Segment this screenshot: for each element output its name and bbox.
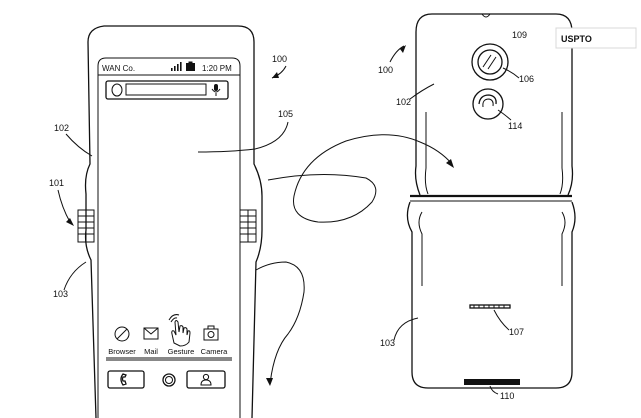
ref-103-front: 103 bbox=[53, 289, 68, 299]
search-field-icon[interactable] bbox=[105, 80, 229, 100]
ref-103-back: 103 bbox=[380, 338, 395, 348]
ref-110: 110 bbox=[500, 391, 514, 401]
bottom-connector bbox=[464, 379, 520, 385]
app-camera[interactable]: Camera bbox=[201, 325, 229, 356]
ref-106: 106 bbox=[519, 74, 534, 84]
fingerprint-sensor-icon bbox=[472, 88, 504, 120]
dock-phone[interactable] bbox=[107, 370, 145, 389]
hinge-icon bbox=[239, 209, 257, 243]
hinge-icon bbox=[77, 209, 95, 243]
rear-view-references: 100 109 102 106 114 103 107 110 bbox=[378, 30, 534, 401]
phone-handset-icon bbox=[120, 373, 127, 386]
ref-107: 107 bbox=[509, 327, 524, 337]
home-ring-icon bbox=[162, 373, 176, 387]
dock-home[interactable] bbox=[162, 373, 176, 387]
ref-100-front: 100 bbox=[272, 54, 287, 64]
ref-114: 114 bbox=[508, 121, 522, 131]
camera-lens-icon bbox=[471, 43, 509, 81]
rear-view-device bbox=[406, 13, 576, 389]
dock-contacts[interactable] bbox=[186, 370, 226, 389]
camera-icon bbox=[203, 325, 219, 341]
app-label-mail: Mail bbox=[144, 347, 158, 356]
app-label-browser: Browser bbox=[108, 347, 136, 356]
hand-pointer-icon bbox=[168, 314, 191, 347]
app-mail[interactable]: Mail bbox=[143, 327, 159, 356]
uspto-badge-text: USPTO bbox=[561, 34, 592, 44]
ref-109: 109 bbox=[512, 30, 527, 40]
signal-bars-icon bbox=[171, 62, 182, 71]
ref-100-back: 100 bbox=[378, 65, 393, 75]
front-view-references: 100 102 101 103 105 bbox=[49, 54, 454, 386]
speaker-grille-icon bbox=[469, 304, 511, 309]
status-time: 1:20 PM bbox=[202, 64, 232, 73]
app-label-gesture: Gesture bbox=[168, 347, 195, 356]
front-view-device: WAN Co. 1:20 PM bbox=[77, 25, 263, 418]
person-icon bbox=[200, 373, 212, 386]
ref-102-back: 102 bbox=[396, 97, 411, 107]
app-gesture[interactable]: Gesture bbox=[168, 314, 195, 356]
microphone-icon[interactable] bbox=[211, 84, 221, 96]
compass-icon bbox=[114, 326, 130, 342]
ref-102-front: 102 bbox=[54, 123, 69, 133]
status-carrier: WAN Co. bbox=[102, 64, 135, 73]
envelope-icon bbox=[143, 327, 159, 340]
ref-101: 101 bbox=[49, 178, 64, 188]
app-label-camera: Camera bbox=[201, 347, 229, 356]
ref-105: 105 bbox=[278, 109, 293, 119]
app-browser[interactable]: Browser bbox=[108, 326, 136, 356]
battery-icon bbox=[186, 61, 195, 71]
uspto-badge: USPTO bbox=[555, 27, 637, 49]
